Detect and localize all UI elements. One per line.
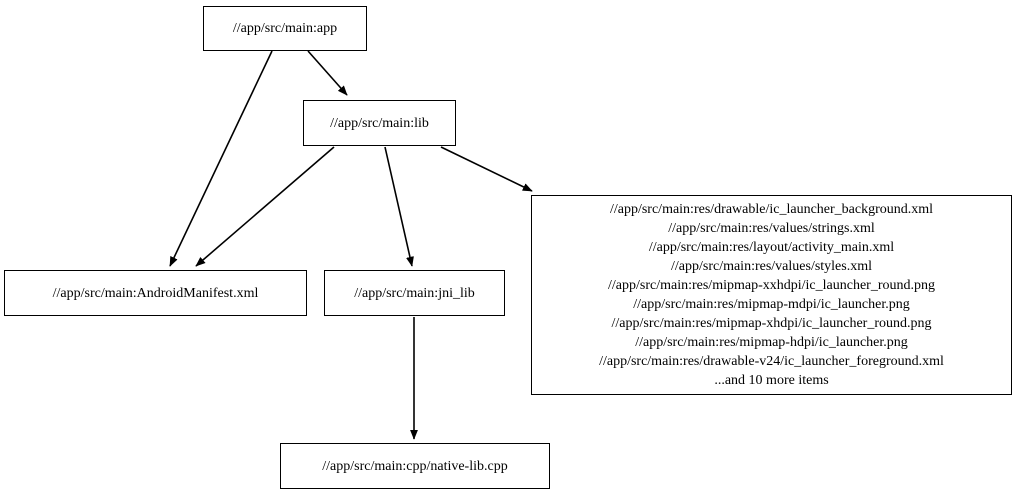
graph-node-jni-lib[interactable]: //app/src/main:jni_lib (324, 270, 505, 316)
edge-app-to-manifest (169, 50, 273, 267)
graph-node-lib-label: //app/src/main:lib (330, 115, 429, 131)
edge-app-to-lib (307, 50, 348, 96)
edge-lib-to-res-group (440, 146, 533, 192)
graph-node-res-group[interactable]: //app/src/main:res/drawable/ic_launcher_… (531, 195, 1012, 395)
edge-lib-to-manifest (195, 146, 335, 267)
graph-node-jni-lib-label: //app/src/main:jni_lib (354, 285, 475, 301)
graph-node-native-lib-cpp-label: //app/src/main:cpp/native-lib.cpp (322, 458, 508, 474)
edge-lib-to-jni (384, 146, 414, 267)
graph-node-native-lib-cpp[interactable]: //app/src/main:cpp/native-lib.cpp (280, 443, 550, 489)
graph-node-app[interactable]: //app/src/main:app (203, 6, 367, 51)
graph-node-androidmanifest-label: //app/src/main:AndroidManifest.xml (52, 285, 259, 301)
graph-node-app-label: //app/src/main:app (232, 21, 338, 36)
graph-node-androidmanifest[interactable]: //app/src/main:AndroidManifest.xml (4, 270, 307, 316)
graph-node-res-group-label: //app/src/main:res/drawable/ic_launcher_… (599, 202, 944, 388)
graph-node-lib[interactable]: //app/src/main:lib (303, 100, 456, 146)
